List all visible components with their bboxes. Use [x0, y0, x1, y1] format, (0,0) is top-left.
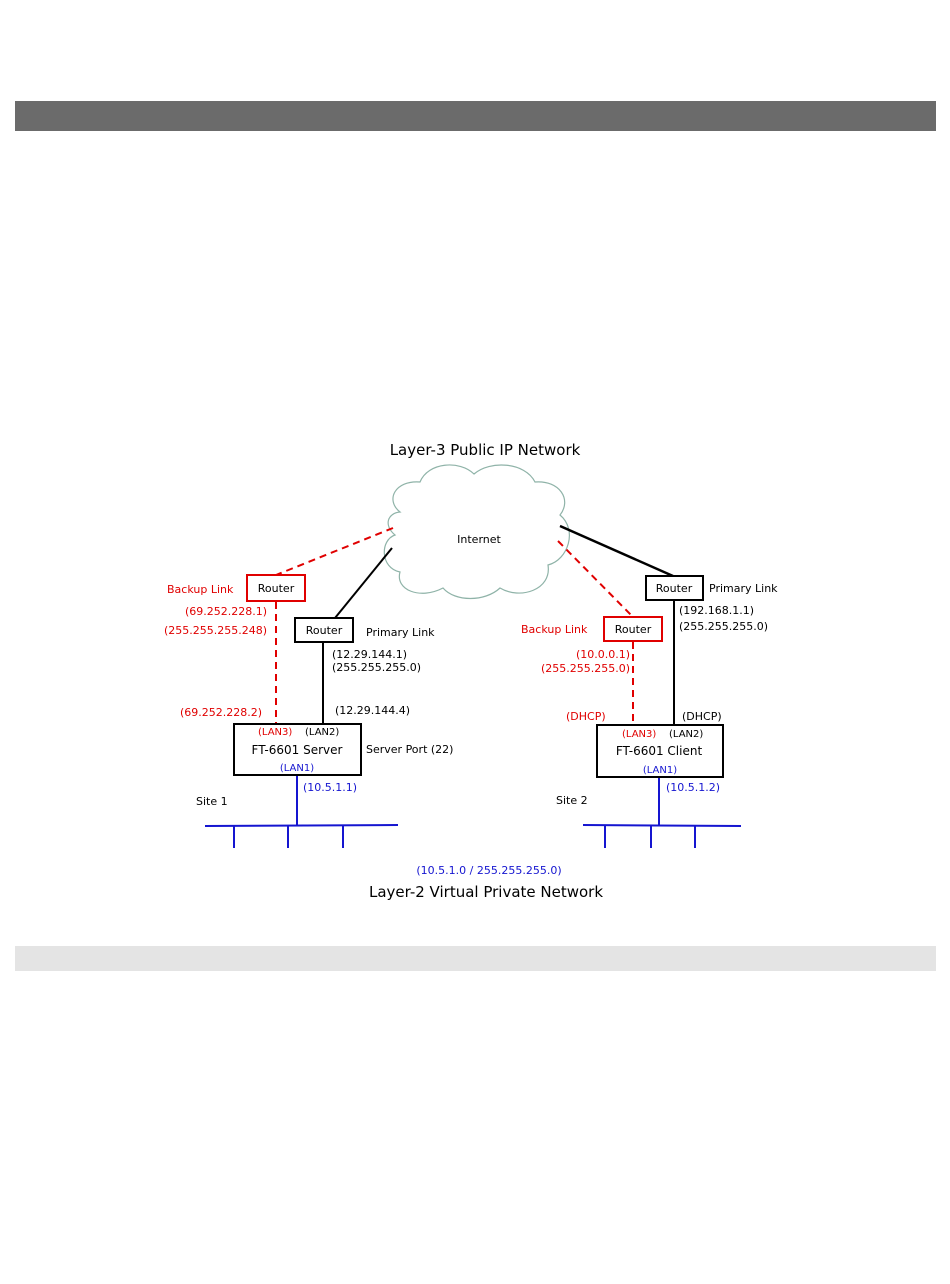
server-lan3-ip: (69.252.228.2): [180, 706, 262, 719]
diagram-title-top: Layer-3 Public IP Network: [390, 441, 581, 459]
client-backup-router-label: Router: [615, 623, 652, 636]
client-primary-router-label: Router: [656, 582, 693, 595]
server-lan2-port: (LAN2): [305, 727, 339, 738]
client-lan1-ip: (10.5.1.2): [666, 781, 720, 794]
server-backup-mask: (255.255.255.248): [164, 624, 267, 637]
client-primary-link-upper: [559, 524, 674, 578]
footer-bar: [15, 946, 936, 971]
server-lan1-port: (LAN1): [280, 763, 314, 774]
client-backup-router: [603, 616, 663, 642]
client-device-label: FT-6601 Client: [616, 744, 703, 758]
site1-label: Site 1: [196, 795, 228, 808]
site1-lan-segment: [204, 776, 399, 848]
diagram-title-bottom: Layer-2 Virtual Private Network: [369, 883, 603, 901]
server-primary-ip: (12.29.144.1): [332, 648, 407, 661]
vpn-subnet-label: (10.5.1.0 / 255.255.255.0): [416, 864, 561, 877]
server-lan3-port: (LAN3): [258, 727, 292, 738]
server-primary-router-label: Router: [306, 624, 343, 637]
server-lan2-ip: (12.29.144.4): [335, 704, 410, 717]
client-primary-ip: (192.168.1.1): [679, 604, 754, 617]
server-backup-ip: (69.252.228.1): [185, 605, 267, 618]
server-backup-router-label: Router: [258, 582, 295, 595]
header-bar: [15, 101, 936, 131]
client-lan3-ip: (DHCP): [566, 710, 606, 723]
internet-label: Internet: [457, 533, 501, 546]
server-lan1-ip: (10.5.1.1): [303, 781, 357, 794]
internet-cloud-icon: [383, 464, 570, 599]
server-backup-router: [246, 574, 306, 602]
client-primary-router: [645, 575, 704, 601]
server-primary-link-label: Primary Link: [366, 626, 435, 639]
client-lan3-port: (LAN3): [622, 729, 656, 740]
server-device-label: FT-6601 Server: [252, 743, 343, 757]
server-primary-link-upper: [334, 547, 393, 619]
client-lan1-port: (LAN1): [643, 765, 677, 776]
ft6601-client-device: [596, 724, 724, 778]
client-backup-link-label: Backup Link: [521, 623, 588, 636]
client-backup-ip: (10.0.0.1): [576, 648, 630, 661]
server-port-label: Server Port (22): [366, 743, 453, 756]
server-primary-router: [294, 617, 354, 643]
server-backup-link-label: Backup Link: [167, 583, 234, 596]
client-backup-link-upper: [557, 540, 634, 618]
client-lan2-ip: (DHCP): [682, 710, 722, 723]
client-lan2-port: (LAN2): [669, 729, 703, 740]
server-primary-mask: (255.255.255.0): [332, 661, 421, 674]
client-backup-mask: (255.255.255.0): [541, 662, 630, 675]
client-primary-link-label: Primary Link: [709, 582, 778, 595]
ft6601-server-device: [233, 723, 362, 776]
client-primary-mask: (255.255.255.0): [679, 620, 768, 633]
site2-lan-segment: [582, 778, 742, 848]
site2-label: Site 2: [556, 794, 588, 807]
server-backup-link-upper: [275, 527, 394, 576]
